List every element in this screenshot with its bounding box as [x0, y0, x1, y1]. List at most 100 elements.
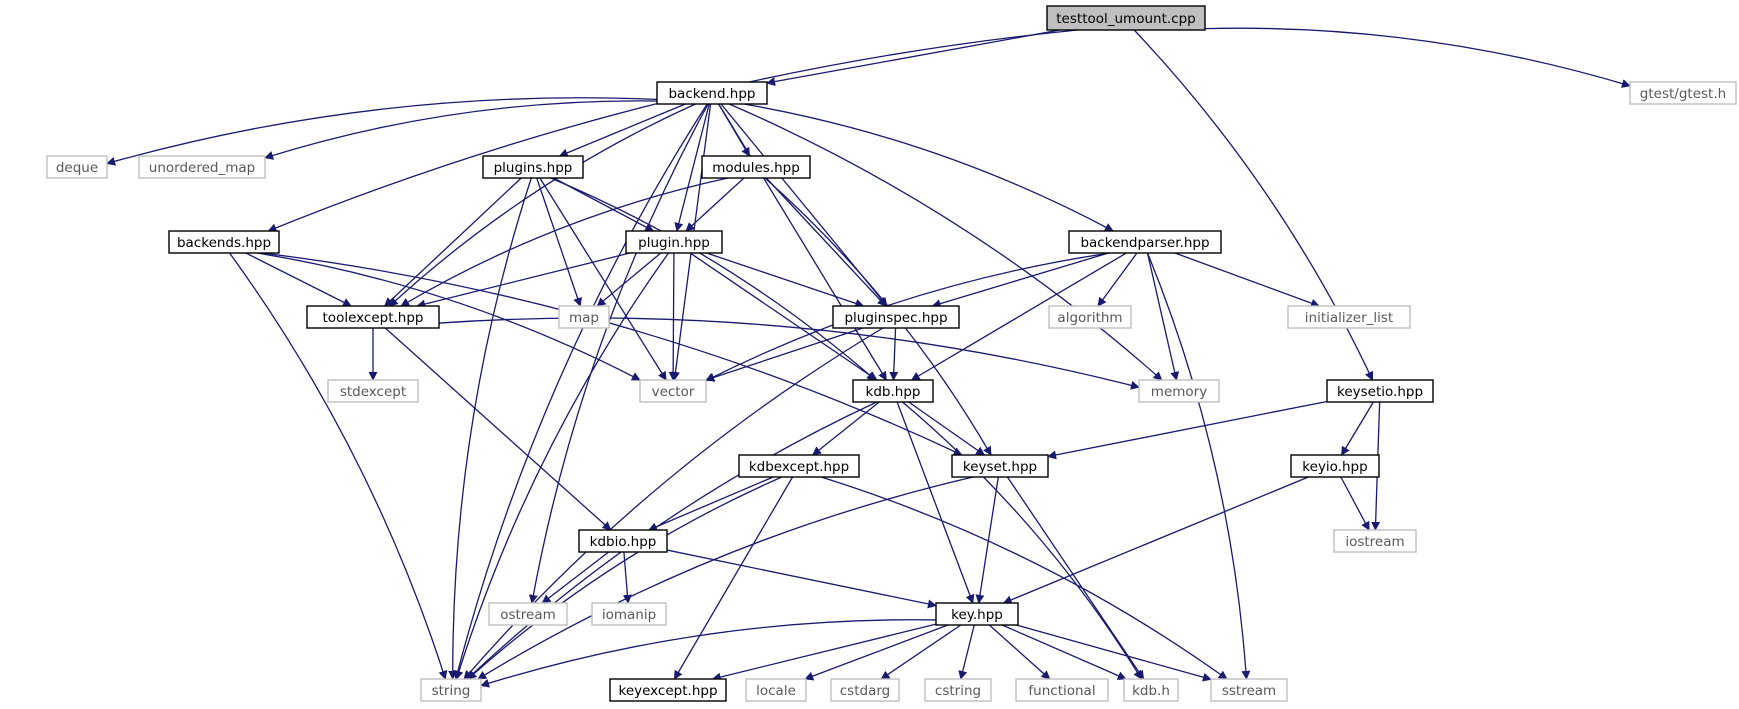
node-box-sstream	[1210, 678, 1288, 702]
node-label-functional: functional	[1028, 683, 1095, 699]
node-box-memory	[1138, 379, 1220, 403]
edge-kdb-to-kdbexcept	[812, 401, 880, 456]
edge-key-to-keyexcept	[711, 623, 937, 682]
node-plugin[interactable]: plugin.hpp	[625, 230, 723, 254]
edge-backendparser-to-pluginspec	[931, 252, 1109, 308]
edge-modules-to-toolexcept	[400, 177, 729, 307]
edge-toolexcept-to-kdbio	[384, 327, 612, 531]
edge-backendparser-to-memory	[1146, 252, 1180, 381]
edge-testtool-to-backends	[267, 29, 1078, 233]
node-label-kdbio: kdbio.hpp	[590, 534, 657, 550]
node-label-vector: vector	[652, 384, 695, 400]
edge-backends-to-string	[229, 252, 448, 680]
edge-kdbio-to-ostream	[541, 551, 610, 604]
edge-key-to-functional	[988, 624, 1051, 680]
node-unordered_map: unordered_map	[138, 155, 266, 179]
node-label-keysetio: keysetio.hpp	[1337, 384, 1423, 400]
node-label-unordered_map: unordered_map	[149, 160, 255, 176]
edge-toolexcept-to-memory	[438, 317, 1140, 390]
node-label-deque: deque	[56, 160, 98, 176]
node-modules[interactable]: modules.hpp	[701, 155, 811, 179]
edge-kdbexcept-to-sstream	[820, 476, 1228, 680]
node-box-keysetio	[1326, 379, 1434, 403]
node-label-pluginspec: pluginspec.hpp	[844, 310, 947, 326]
edge-modules-to-plugin	[685, 177, 745, 232]
node-gtest: gtest/gtest.h	[1629, 81, 1737, 105]
node-kdbio[interactable]: kdbio.hpp	[578, 529, 668, 553]
node-string: string	[420, 678, 482, 702]
edge-key-to-cstdarg	[880, 624, 962, 680]
node-plugins[interactable]: plugins.hpp	[482, 155, 584, 179]
node-key[interactable]: key.hpp	[935, 602, 1019, 626]
nodes-layer: testtool_umount.cpp backend.hpp gtest/gtes…	[46, 5, 1737, 702]
edge-keyset-to-string	[477, 476, 974, 680]
node-label-testtool: testtool_umount.cpp	[1056, 11, 1195, 27]
edge-pluginspec-to-kdb	[889, 327, 899, 381]
node-box-map	[558, 305, 610, 329]
edge-kdbexcept-to-string	[467, 476, 783, 680]
node-initializer_list: initializer_list	[1287, 305, 1411, 329]
edge-key-to-string	[480, 619, 937, 688]
node-stdexcept: stdexcept	[327, 379, 419, 403]
node-box-gtest	[1629, 81, 1737, 105]
edge-kdb-to-string	[466, 401, 878, 680]
node-keyexcept[interactable]: keyexcept.hpp	[609, 678, 727, 702]
edge-key-to-cstring	[958, 624, 975, 680]
edge-backend-to-ostream	[528, 103, 709, 604]
node-label-string: string	[432, 683, 471, 699]
edge-plugins-to-kdb	[550, 177, 877, 381]
node-label-memory: memory	[1151, 384, 1207, 400]
edge-kdbexcept-to-kdbio	[647, 476, 774, 531]
edge-plugin-to-pluginspec	[706, 252, 865, 308]
node-box-kdbh	[1123, 678, 1179, 702]
edge-backend-to-memory	[728, 103, 1163, 381]
node-label-kdbh: kdb.h	[1132, 683, 1170, 699]
node-box-keyset	[951, 454, 1049, 478]
node-box-backendparser	[1068, 230, 1222, 254]
node-pluginspec[interactable]: pluginspec.hpp	[832, 305, 960, 329]
node-kdb[interactable]: kdb.hpp	[852, 379, 934, 403]
edge-kdbio-to-iomanip	[622, 551, 632, 604]
node-box-ostream	[488, 602, 568, 626]
node-box-cstdarg	[830, 678, 900, 702]
node-keysetio[interactable]: keysetio.hpp	[1326, 379, 1434, 403]
node-sstream: sstream	[1210, 678, 1288, 702]
edge-backend-to-plugins	[558, 103, 686, 158]
node-box-kdbexcept	[738, 454, 860, 478]
edge-key-to-locale	[804, 624, 949, 681]
node-box-cstring	[924, 678, 992, 702]
node-label-backends: backends.hpp	[177, 235, 271, 251]
node-box-vector	[639, 379, 707, 403]
node-label-locale: locale	[756, 683, 796, 699]
node-toolexcept[interactable]: toolexcept.hpp	[306, 305, 440, 329]
node-ostream: ostream	[488, 602, 568, 626]
edge-backend-to-backendparser	[743, 103, 1114, 232]
edge-plugin-to-map	[596, 252, 662, 307]
node-box-algorithm	[1048, 305, 1132, 329]
node-keyset[interactable]: keyset.hpp	[951, 454, 1049, 478]
node-box-keyexcept	[609, 678, 727, 702]
node-cstdarg: cstdarg	[830, 678, 900, 702]
node-label-plugins: plugins.hpp	[494, 160, 573, 176]
edge-keyio-to-key	[1002, 476, 1309, 605]
edge-keyset-to-kdbh	[1006, 476, 1145, 680]
node-kdbh: kdb.h	[1123, 678, 1179, 702]
node-testtool[interactable]: testtool_umount.cpp	[1046, 5, 1206, 31]
node-box-key	[935, 602, 1019, 626]
node-box-plugin	[625, 230, 723, 254]
edge-key-to-kdbh	[1001, 624, 1127, 680]
node-label-cstdarg: cstdarg	[840, 683, 890, 699]
node-backendparser[interactable]: backendparser.hpp	[1068, 230, 1222, 254]
edge-plugins-to-map	[536, 177, 582, 307]
node-label-kdbexcept: kdbexcept.hpp	[749, 459, 849, 475]
node-box-toolexcept	[306, 305, 440, 329]
node-backends[interactable]: backends.hpp	[168, 230, 280, 254]
edge-backend-to-string	[453, 103, 708, 680]
node-backend[interactable]: backend.hpp	[656, 81, 768, 105]
node-keyio[interactable]: keyio.hpp	[1290, 454, 1380, 478]
node-kdbexcept[interactable]: kdbexcept.hpp	[738, 454, 860, 478]
edge-backend-to-toolexcept	[388, 103, 696, 307]
node-memory: memory	[1138, 379, 1220, 403]
edge-plugins-to-vector	[539, 177, 667, 381]
